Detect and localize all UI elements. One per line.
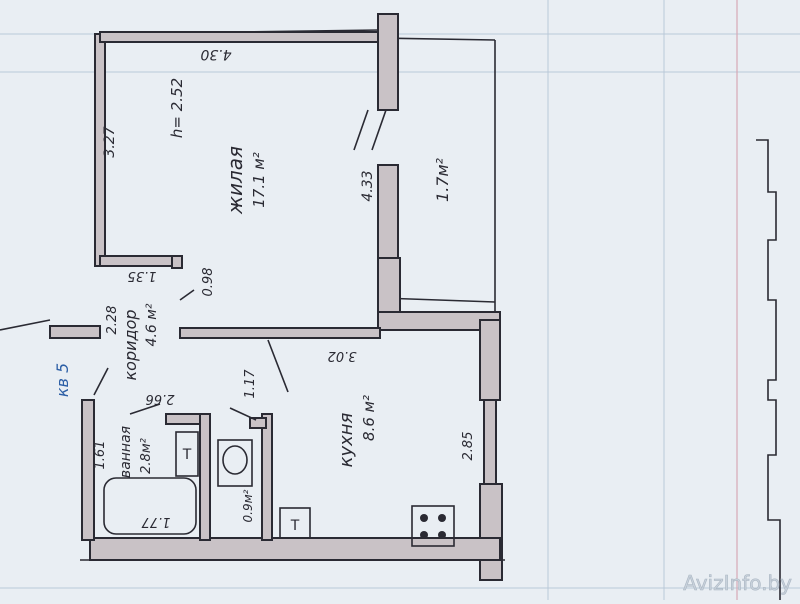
dim-bath-width: 2.66 — [146, 391, 175, 406]
dim-height: h= 2.52 — [168, 78, 186, 138]
room-living-name: жилая — [223, 146, 247, 215]
wall-left-lower — [81, 399, 95, 541]
stove — [411, 505, 455, 547]
door-swings — [93, 109, 387, 421]
room-kitchen-area: 8.6 м² — [360, 395, 378, 441]
burner — [420, 514, 428, 522]
dim-corridor-top: 1.35 — [128, 268, 157, 283]
plan-labels: 4.30 h= 2.52 3.27 жилая 17.1 м² 4.33 1.7… — [93, 46, 476, 529]
dim-hall: 1.17 — [243, 369, 258, 399]
wall-bath-toilet — [199, 413, 211, 541]
room-corridor-area: 4.6 м² — [144, 303, 160, 346]
building-outline — [756, 139, 781, 600]
wall-entry — [49, 325, 101, 339]
wall-corridor-stub — [171, 255, 183, 269]
room-corridor-name: коридор — [121, 309, 140, 380]
burner — [438, 531, 446, 539]
burner — [420, 531, 428, 539]
fixture-t1-label: Т — [182, 447, 192, 463]
dim-bath-depth: 1.61 — [93, 441, 108, 470]
wall-right-top — [377, 13, 399, 111]
wall-corridor-top — [99, 255, 181, 267]
wall-corridor-right — [179, 327, 381, 339]
window-kitchen — [483, 399, 497, 489]
wall-toilet-top — [249, 417, 267, 429]
apartment-label: кв 5 — [53, 363, 72, 397]
wall-top — [99, 31, 383, 43]
dim-door-side: 0.98 — [201, 268, 216, 297]
wall-toilet-kitchen — [261, 413, 273, 541]
dim-living-width: 4.30 — [200, 46, 231, 62]
room-bathroom-area: 2.8м² — [139, 438, 154, 474]
fixture-t2-label: Т — [290, 518, 300, 534]
wall-kitchen-right-upper — [479, 319, 501, 401]
room-kitchen-name: кухня — [336, 412, 357, 467]
dim-corridor-depth: 2.28 — [105, 306, 120, 335]
watermark: AvizInfo.by — [683, 571, 792, 595]
dim-bath-inner: 1.77 — [141, 514, 171, 529]
fixtures: Т Т — [103, 431, 455, 547]
burner — [438, 514, 446, 522]
bathtub — [103, 477, 197, 535]
window-right — [377, 164, 399, 266]
wall-bottom — [89, 537, 501, 561]
toilet-bowl — [222, 445, 248, 475]
bath-sink — [175, 431, 199, 477]
toilet-tank — [217, 439, 253, 487]
dim-window-left: 4.33 — [360, 170, 376, 201]
dim-kitchen-depth: 2.85 — [461, 432, 476, 461]
dim-kitchen-width: 3.02 — [328, 348, 357, 363]
room-living-area: 17.1 м² — [250, 152, 268, 208]
kitchen-sink — [279, 507, 311, 539]
walls — [49, 13, 503, 581]
room-toilet-area: 0.9м² — [241, 489, 255, 522]
room-balcony-area: 1.7м² — [433, 157, 452, 202]
wall-kitchen-right-lower — [479, 483, 503, 581]
dim-living-depth: 3.27 — [102, 126, 118, 157]
room-bathroom-name: ванная — [118, 426, 134, 478]
